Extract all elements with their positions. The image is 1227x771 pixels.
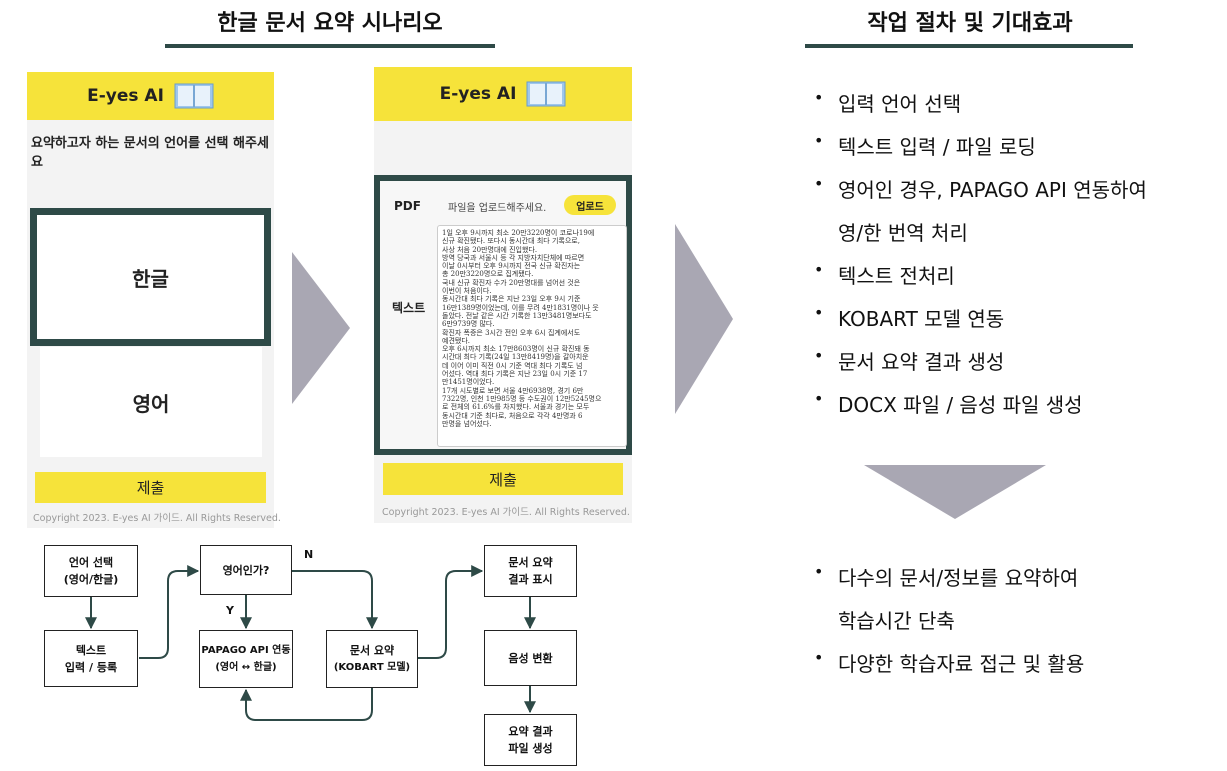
text-input-line: 어섰다. 역대 최다 기록은 지난 23일 0시 기준 17 bbox=[442, 370, 588, 379]
submit-button[interactable]: 제출 bbox=[35, 472, 266, 503]
text-input-line: 시간대 최다 기록(24일 13만8419명)을 갈아치운 bbox=[442, 353, 589, 362]
flow-text: 텍스트 bbox=[75, 643, 107, 657]
procedure-item: 텍스트 전처리 bbox=[812, 260, 1212, 303]
right-section-title: 작업 절차 및 기대효과 bbox=[867, 11, 1073, 36]
text-input-line: 데 이어 이미 직전 0시 기준 역대 최다 기록도 넘 bbox=[442, 361, 583, 370]
input-form-panel: PDF 파일을 업로드해주세요. 업로드 텍스트 1일 오후 9시까지 최소 2… bbox=[374, 175, 632, 455]
text-input-line: 7322명, 인천 1만985명 등 수도권이 12만5245명으 bbox=[442, 394, 602, 403]
effects-list: 다수의 문서/정보를 요약하여 학습시간 단축 다양한 학습자료 접근 및 활용 bbox=[812, 562, 1212, 691]
app-header: E-yes AI bbox=[374, 67, 632, 121]
flow-text: 음성 변환 bbox=[508, 651, 553, 665]
procedure-item: DOCX 파일 / 음성 파일 생성 bbox=[812, 389, 1212, 432]
copyright-text: Copyright 2023. E-yes AI 가이드. All Rights… bbox=[382, 507, 630, 518]
text-input-line: 동시간대 최다 기록은 지난 23일 오후 9시 기준 bbox=[442, 295, 581, 304]
right-section-underline bbox=[805, 44, 1133, 48]
procedure-list: 입력 언어 선택 텍스트 입력 / 파일 로딩 영어인 경우, PAPAGO A… bbox=[812, 88, 1212, 432]
upload-hint: 파일을 업로드해주세요. bbox=[448, 203, 547, 214]
flow-text: 영어인가? bbox=[222, 563, 270, 577]
down-arrow bbox=[864, 465, 1046, 519]
flow-text: 파일 생성 bbox=[508, 742, 553, 755]
text-input-line: 만1451명이었다. bbox=[442, 378, 495, 387]
language-select-screen: E-yes AI 요약하고자 하는 문서의 언어를 선택 해주세요 한글 영어 … bbox=[27, 72, 281, 528]
text-input-line: 돌았다. 전날 같은 시간 기록한 13만3481명보다도 bbox=[442, 311, 592, 320]
flow-text: 입력 / 등록 bbox=[64, 660, 118, 674]
text-input-line: 확진자 폭증은 3시간 전인 오후 6시 집계에서도 bbox=[442, 328, 581, 337]
flow-text: (KOBART 모델) bbox=[333, 662, 411, 673]
left-section-title: 한글 문서 요약 시나리오 bbox=[217, 11, 443, 36]
text-input-line: 16만1389명이었는데, 이를 무려 4만1831명이나 웃 bbox=[442, 303, 599, 312]
flow-is-english-decision: 영어인가? bbox=[200, 545, 292, 595]
book-icon bbox=[526, 81, 566, 107]
flow-text: (영어/한글) bbox=[63, 573, 119, 586]
flow-show-result: 문서 요약 결과 표시 bbox=[484, 545, 577, 597]
procedure-item-continuation: 영/한 번역 처리 bbox=[838, 221, 968, 245]
text-input-line: 17개 시도별로 보면 서울 4만6938명, 경기 6만 bbox=[442, 386, 584, 395]
next-step-arrow bbox=[292, 252, 350, 404]
flow-text-to-speech: 음성 변환 bbox=[484, 630, 577, 686]
procedure-item: 영어인 경우, PAPAGO API 연동하여 bbox=[812, 174, 1212, 217]
text-input-line: 이날 0시부터 오후 9시까지 전국 신규 확진자는 bbox=[442, 262, 581, 271]
text-input-line: 신규 확진됐다. 또다시 동시간대 최다 기록으로, bbox=[442, 237, 580, 246]
flow-make-file: 요약 결과 파일 생성 bbox=[484, 714, 577, 766]
procedure-item: KOBART 모델 연동 bbox=[812, 303, 1212, 346]
effect-item: 다수의 문서/정보를 요약하여 bbox=[812, 562, 1212, 605]
flow-language-select: 언어 선택 (영어/한글) bbox=[44, 545, 138, 597]
text-input-line: 이번이 처음이다. bbox=[442, 287, 492, 296]
procedure-item: 문서 요약 결과 생성 bbox=[812, 346, 1212, 389]
next-step-arrow bbox=[675, 224, 733, 414]
brand-name: E-yes AI bbox=[87, 86, 164, 106]
text-input-screen: E-yes AI PDF 파일을 업로드해주세요. 업로드 텍스트 1일 오후 … bbox=[374, 67, 632, 523]
text-input-line: 1일 오후 9시까지 최소 20만3220명이 코로나19에 bbox=[442, 229, 595, 237]
flow-text: 요약 결과 bbox=[508, 725, 553, 738]
flow-text-input: 텍스트 입력 / 등록 bbox=[44, 630, 138, 687]
text-input-line: 예견됐다. bbox=[442, 336, 470, 345]
korean-option-button[interactable]: 한글 bbox=[30, 208, 271, 346]
pdf-label: PDF bbox=[394, 199, 421, 213]
text-input-line: 오후 6시까지 최소 17만8603명이 신규 확진돼 동 bbox=[442, 345, 590, 354]
language-prompt: 요약하고자 하는 문서의 언어를 선택 해주세요 bbox=[31, 136, 269, 170]
text-input-line: 동시간대 기준 최다로, 처음으로 각각 4만명과 6 bbox=[442, 411, 583, 420]
copyright-text: Copyright 2023. E-yes AI 가이드. All Rights… bbox=[33, 513, 281, 524]
book-icon bbox=[174, 83, 214, 109]
text-label: 텍스트 bbox=[392, 301, 426, 315]
flow-text: 문서 요약 bbox=[349, 644, 395, 657]
flow-text: 문서 요약 bbox=[508, 556, 553, 569]
upload-button[interactable]: 업로드 bbox=[564, 195, 616, 215]
procedure-item: 입력 언어 선택 bbox=[812, 88, 1212, 131]
text-input-line: 총 20만3220명으로 집계됐다. bbox=[442, 270, 534, 279]
text-input-line: 로 전체의 61.6%를 차지했다. 서울과 경기는 모두 bbox=[442, 403, 590, 412]
flow-papago-translation: PAPAGO API 연동 (영어 ↔ 한글) bbox=[199, 630, 293, 688]
text-input-line: 국내 신규 확진자 수가 20만명대를 넘어선 것은 bbox=[442, 278, 581, 287]
effect-item-continuation: 학습시간 단축 bbox=[838, 609, 955, 633]
text-input-line: 사상 처음 20만명대에 진입했다. bbox=[442, 245, 538, 254]
app-header: E-yes AI bbox=[27, 72, 274, 120]
flow-text: PAPAGO API 연동 bbox=[201, 645, 291, 656]
text-input-line: 방역 당국과 서울시 등 각 지방자치단체에 따르면 bbox=[442, 253, 585, 262]
brand-name: E-yes AI bbox=[439, 84, 517, 104]
flow-text: (영어 ↔ 한글) bbox=[215, 662, 277, 673]
flow-label-yes: Y bbox=[226, 604, 234, 617]
text-input-line: 만명을 넘어섰다. bbox=[442, 419, 492, 428]
text-input-line: 6만9739명 많다. bbox=[442, 320, 495, 329]
left-section-underline bbox=[165, 44, 495, 48]
english-option-button[interactable]: 영어 bbox=[40, 347, 262, 457]
procedure-item: 텍스트 입력 / 파일 로딩 bbox=[812, 131, 1212, 174]
flow-text: 언어 선택 bbox=[68, 556, 114, 569]
flow-label-no: N bbox=[304, 548, 314, 561]
submit-button[interactable]: 제출 bbox=[383, 463, 623, 495]
effect-item: 다양한 학습자료 접근 및 활용 bbox=[812, 648, 1212, 691]
flow-text: 결과 표시 bbox=[508, 573, 553, 586]
flow-summarize: 문서 요약 (KOBART 모델) bbox=[326, 630, 418, 688]
